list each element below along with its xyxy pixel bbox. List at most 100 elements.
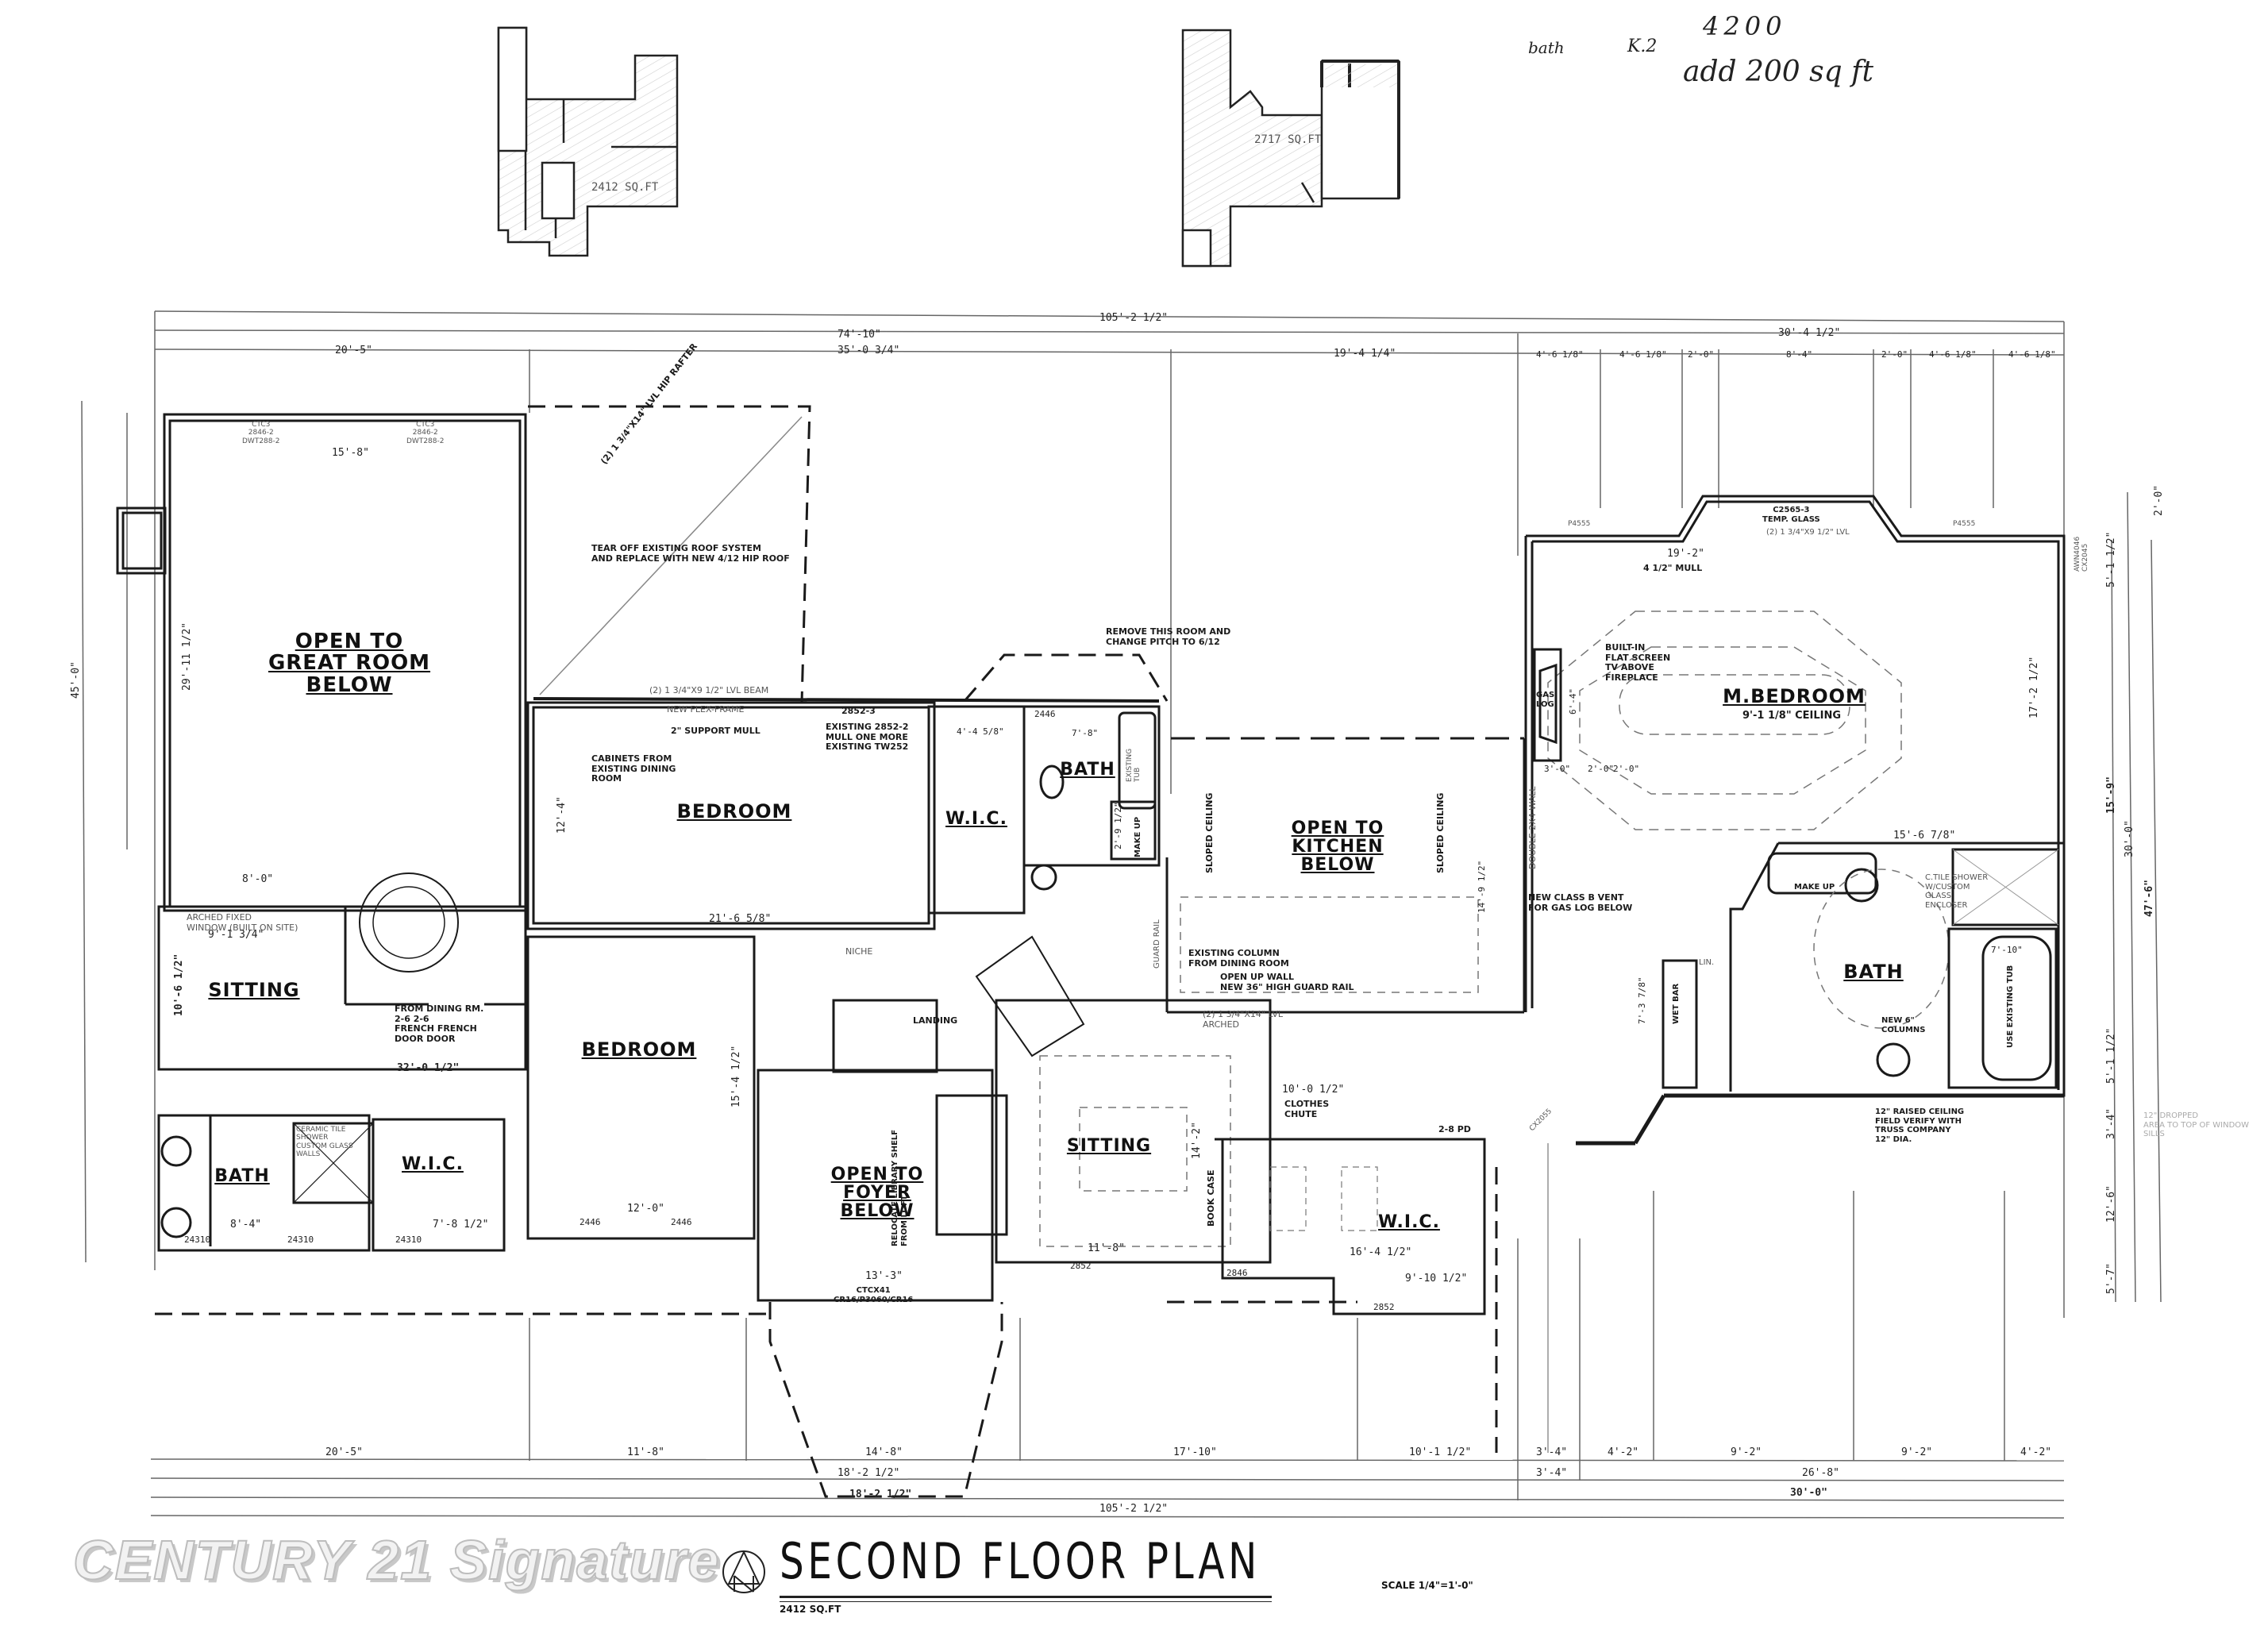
dim-left-upper: 29'-11 1/2" [181, 622, 193, 691]
dim-bedroom2-depth: 15'-4 1/2" [730, 1045, 742, 1107]
dim-wic3-inner: 9'-10 1/2" [1405, 1273, 1468, 1285]
room-label-wic-1: W.I.C. [945, 809, 1007, 829]
note-linen: LIN. [1699, 958, 1715, 967]
dim-bedroom2-width: 12'-0" [627, 1203, 664, 1215]
note-remove-room: REMOVE THIS ROOM AND CHANGE PITCH TO 6/1… [1106, 626, 1231, 647]
note-guard-rail: GUARD RAIL [1153, 919, 1161, 969]
dim-top-overall: 105'-2 1/2" [1099, 312, 1169, 324]
dim-top-r5: 2'-0" [1881, 349, 1908, 360]
room-label-bath-1: BATH [1060, 760, 1115, 780]
century21-watermark: CENTURY 21 Signature [72, 1528, 721, 1592]
room-label-sitting-2: SITTING [1066, 1136, 1152, 1156]
title-underline [780, 1596, 1272, 1602]
dim-right-upper: 15'-9" [2105, 776, 2117, 814]
dim-right-c: 3'-4" [2105, 1107, 2117, 1139]
note-existing-tub: EXISTING TUB [1126, 748, 1142, 782]
dim-bottom-row2-2: 3'-4" [1536, 1467, 1568, 1479]
note-arched-lvl: (2) 1 3/4"x14" LVL ARCHED [1203, 1009, 1283, 1030]
dim-right-overall: 47'-6" [2143, 880, 2155, 917]
dim-top-right-block: 30'-4 1/2" [1778, 327, 1841, 339]
window-tag: 24310 [184, 1234, 211, 1245]
room-label-open-great-room: OPEN TO GREAT ROOM BELOW [268, 630, 431, 697]
note-existing-mull: EXISTING 2852-2 MULL ONE MORE EXISTING T… [826, 722, 909, 753]
dim-bedroom1-depth: 12'-4" [556, 796, 568, 834]
dim-bottom-seg-8: 9'-2" [1731, 1446, 1762, 1458]
dim-hall-width: 32'-0 1/2" [397, 1062, 460, 1074]
dim-makeup-depth: 2'-9 1/2" [1113, 802, 1123, 849]
dim-top-seg-3: 19'-4 1/4" [1334, 348, 1396, 360]
dim-sitting-width: 9'-1 3/4" [208, 929, 264, 941]
room-label-bedroom-1: BEDROOM [676, 800, 792, 822]
dim-right-d: 12'-6" [2105, 1185, 2117, 1223]
note-pocket-door: 2-8 PD [1438, 1124, 1471, 1134]
dim-wic2-width: 7'-8 1/2" [433, 1219, 489, 1231]
note-ceramic-shower: CERAMIC TILE SHOWER CUSTOM GLASS WALLS [296, 1126, 353, 1159]
dim-top-r4: 8'-4" [1786, 349, 1813, 360]
note-awning-window: AWN4046 CX2045 [2074, 536, 2090, 572]
note-wet-bar: WET BAR [1672, 983, 1681, 1024]
note-sloped-ceiling-right: SLOPED CEILING [1435, 792, 1446, 873]
room-label-open-foyer: OPEN TO FOYER BELOW [830, 1165, 924, 1222]
dim-bottom-seg-2: 11'-8" [627, 1446, 664, 1458]
window-tag: 2846 [1226, 1268, 1248, 1278]
dim-right-b: 5'-1 1/2" [2105, 1027, 2117, 1084]
key-plan-existing-sqft: 2412 SQ.FT [591, 181, 659, 194]
key-plan-existing [497, 26, 679, 257]
dim-tub-length: 7'-10" [1991, 945, 2023, 955]
room-label-wic-3: W.I.C. [1378, 1212, 1440, 1232]
note-arched-window: ARCHED FIXED WINDOW (BUILT ON SITE) [187, 912, 298, 933]
room-label-m-bedroom: M.BEDROOM [1723, 685, 1866, 707]
note-window-2852-3: 2852-3 [841, 706, 876, 716]
dim-fp-b: 2'-0" [1588, 764, 1615, 774]
dim-kitchen-depth: 14'-9 1/2" [1477, 860, 1487, 913]
note-mull: 4 1/2" MULL [1643, 563, 1703, 573]
note-flex-frame: NEW FLEX-FRAME [667, 704, 745, 715]
key-plan-proposed-sqft: 2717 SQ.FT [1254, 133, 1322, 146]
key-plan-proposed [1181, 29, 1400, 268]
dim-top-r7: 4'-6 1/8" [2008, 349, 2056, 360]
note-use-existing-tub: USE EXISTING TUB [2006, 965, 2015, 1048]
dim-bottom-seg-9: 9'-2" [1901, 1446, 1933, 1458]
note-built-in-tv: BUILT-IN FLAT SCREEN TV ABOVE FIREPLACE [1605, 642, 1671, 683]
dim-sitting2-width: 11'-8" [1088, 1242, 1125, 1254]
walls [116, 405, 2066, 1498]
note-p4555-left: P4555 [1568, 520, 1591, 528]
dim-mbed-depth: 17'-2 1/2" [2028, 656, 2040, 718]
room-label-wic-2: W.I.C. [402, 1154, 464, 1174]
note-ctc3-left: CTC3 2846-2 DWT288-2 [242, 421, 280, 445]
room-label-bath-2: BATH [214, 1166, 270, 1186]
dim-wic3-width: 16'-4 1/2" [1350, 1246, 1412, 1258]
note-cabinets: CABINETS FROM EXISTING DINING ROOM [591, 753, 676, 784]
m-bedroom-ceiling-note: 9'-1 1/8" CEILING [1742, 710, 1842, 722]
note-temp-glass: C2565-3 TEMP. GLASS [1762, 506, 1820, 524]
dim-right-top: 2'-0" [2153, 484, 2165, 516]
note-make-up-bath1: MAKE UP [1134, 816, 1142, 857]
note-book-case: BOOK CASE [1206, 1169, 1216, 1227]
window-tag: 24310 [395, 1234, 422, 1245]
note-support-mull: 2" SUPPORT MULL [671, 726, 760, 736]
handwritten-room-k2: K.2 [1627, 37, 1658, 56]
room-label-bedroom-2: BEDROOM [581, 1038, 697, 1061]
dim-right-e: 5'-7" [2105, 1262, 2117, 1294]
dim-bath1-width: 7'-8" [1072, 728, 1099, 738]
dim-wetbar-len: 7'-3 7/8" [1637, 976, 1647, 1024]
room-label-open-kitchen: OPEN TO KITCHEN BELOW [1291, 818, 1384, 876]
dim-sitting2-depth: 14'-2" [1191, 1122, 1203, 1159]
dim-right-a: 5'-1 1/2" [2105, 531, 2117, 587]
note-p4555-right: P4555 [1953, 520, 1976, 528]
dim-great-room-width: 15'-8" [332, 447, 369, 459]
note-class-b-vent: NEW CLASS B VENT FOR GAS LOG BELOW [1528, 892, 1633, 913]
dim-top-r1: 4'-6 1/8" [1536, 349, 1584, 360]
dim-bottom-seg-5: 10'-1 1/2" [1409, 1446, 1472, 1458]
dim-bottom-seg-7: 4'-2" [1608, 1446, 1639, 1458]
dim-bottom-overall: 105'-2 1/2" [1099, 1503, 1169, 1515]
dim-fireplace: 6'-4" [1568, 688, 1578, 715]
dim-right-mid: 30'-0" [2124, 820, 2135, 857]
room-label-sitting-1: SITTING [208, 979, 300, 1001]
window-tag: 2446 [1034, 709, 1056, 719]
window-tag: 2446 [580, 1217, 601, 1227]
dim-bottom-row2-1: 18'-2 1/2" [838, 1467, 900, 1479]
dim-top-seg-1: 20'-5" [335, 345, 372, 356]
dim-left-overall: 45'-0" [70, 661, 82, 699]
